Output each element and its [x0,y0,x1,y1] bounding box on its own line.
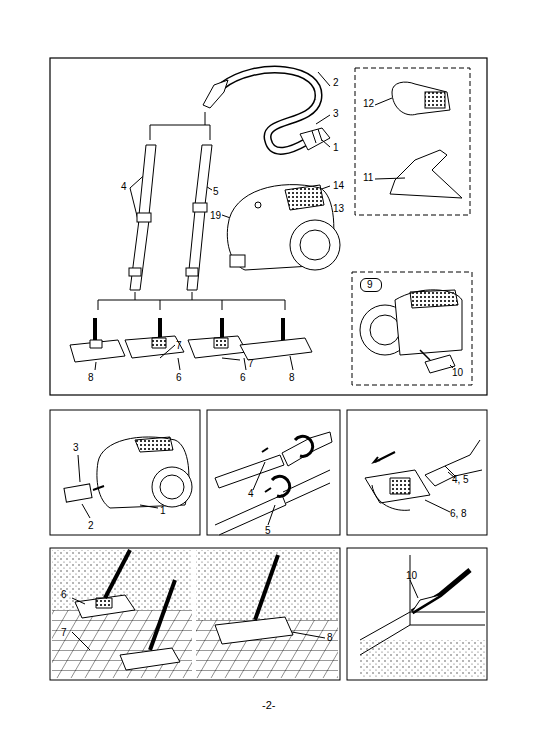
callout-number: 7 [248,358,254,369]
callout-number: 7 [61,627,67,638]
callout-number: 6 [176,372,182,383]
callout-number: 1 [333,142,339,153]
page-number: -2- [262,700,275,711]
callout-number: 12 [363,98,374,109]
callout-number: 9 [367,279,373,290]
callout-number: 4 [248,488,254,499]
callout-number: 6 [240,372,246,383]
callout-number: 10 [406,570,417,581]
callout-number: 6, 8 [450,508,467,519]
callout-number: 10 [452,367,463,378]
callout-number: 4 [121,181,127,192]
callout-number: 4, 5 [452,474,469,485]
callout-number: 5 [265,525,271,536]
callout-number: 8 [327,632,333,643]
callout-number: 6 [61,589,67,600]
callout-number: 8 [88,372,94,383]
callout-number: 5 [213,186,219,197]
callout-number: 3 [333,108,339,119]
callout-number: 19 [210,210,221,221]
callout-number: 1 [160,505,166,516]
callout-number: 3 [73,442,79,453]
callout-number: 14 [333,180,344,191]
callout-box: 9 [360,278,382,292]
callout-number: 2 [88,520,94,531]
callout-number: 8 [289,372,295,383]
callout-number: 2 [333,77,339,88]
callout-number: 13 [333,203,344,214]
callout-number: 11 [363,172,373,183]
callout-number: 7 [176,340,182,351]
